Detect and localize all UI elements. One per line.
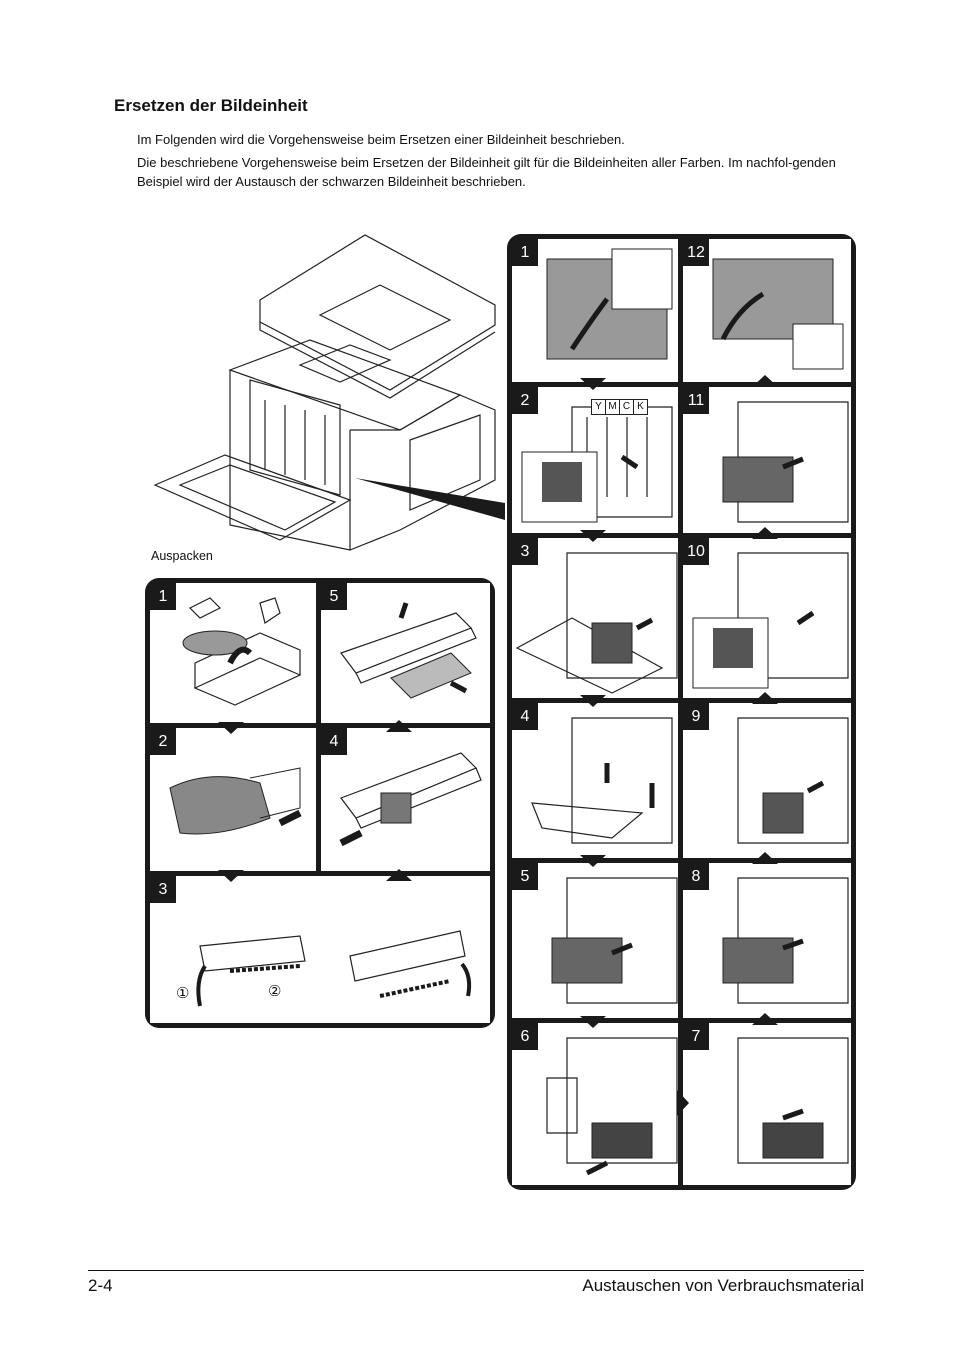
close-front-door-illustration: [712, 258, 844, 370]
flow-arrow: [752, 852, 778, 864]
attach-waste-box-illustration: [722, 877, 849, 1004]
step-number: 2: [150, 728, 176, 755]
unpacking-panel-frame: 1 5 2: [145, 578, 495, 1028]
toner-label-y: Y: [591, 399, 606, 415]
step-number: 1: [512, 239, 538, 266]
flow-arrow: [580, 378, 606, 390]
replace-step-8: 8: [683, 863, 851, 1018]
step-number: 9: [683, 703, 709, 730]
bag-removal-illustration: [169, 767, 302, 835]
reinstall-toner-illustration: [692, 552, 849, 689]
callout-2: ②: [268, 983, 282, 1000]
unpacking-caption: Auspacken: [151, 549, 213, 563]
chapter-title: Austauschen von Verbrauchsmaterial: [582, 1276, 864, 1295]
step-number: 2: [512, 387, 538, 414]
replace-step-10: 10: [683, 538, 851, 698]
step-number: 11: [683, 387, 709, 414]
unit-removal-illustration: [340, 602, 477, 699]
intro-paragraph: Im Folgenden wird die Vorgehensweise bei…: [137, 132, 625, 147]
flow-arrow: [677, 1090, 689, 1116]
flow-arrow: [580, 855, 606, 867]
replace-step-11: 11: [683, 387, 851, 533]
toner-color-labels: Y M C K: [591, 399, 648, 415]
replacement-panel-frame: 1 12 2 Y M C K: [507, 234, 856, 1190]
printer-illustration: [153, 234, 505, 551]
step-number: 4: [512, 703, 538, 730]
step-number: 3: [512, 538, 538, 565]
step-number: 10: [683, 538, 709, 565]
flow-arrow: [386, 869, 412, 881]
remove-toner-illustration: [515, 552, 678, 694]
insert-new-unit-illustration: [737, 1037, 849, 1164]
cover-removal-illustration: [339, 752, 482, 847]
replace-step-5: 5: [512, 863, 678, 1018]
section-heading: Ersetzen der Bildeinheit: [114, 96, 308, 115]
replace-step-9: 9: [683, 703, 851, 858]
flow-arrow: [752, 1013, 778, 1025]
step-number: 1: [150, 583, 176, 610]
step-number: 7: [683, 1023, 709, 1050]
insert-toner-illustration: [737, 717, 849, 844]
flow-arrow: [752, 527, 778, 539]
insert-waste-box-illustration: [722, 401, 849, 523]
unpack-step-3: 3 ① ②: [150, 876, 490, 1023]
flow-arrow: [580, 695, 606, 707]
release-lever-illustration: [531, 717, 673, 844]
replace-step-12: 12: [683, 239, 851, 382]
scope-paragraph: Die beschriebene Vorgehensweise beim Ers…: [137, 155, 836, 189]
step-number: 12: [683, 239, 709, 266]
pull-out-unit-illustration: [546, 1037, 678, 1176]
unpack-step-5: 5: [321, 583, 490, 723]
step-number: 5: [512, 863, 538, 890]
flow-arrow: [386, 720, 412, 732]
flow-arrow: [218, 722, 244, 734]
page-number: 2-4: [88, 1276, 113, 1295]
toner-label-k: K: [633, 399, 648, 415]
shake-unit-illustration: [196, 930, 472, 1007]
step-number: 5: [321, 583, 347, 610]
step-number: 3: [150, 876, 176, 903]
replace-step-4: 4: [512, 703, 678, 858]
unpack-step-1: 1: [150, 583, 316, 723]
remove-waste-box-illustration: [551, 877, 678, 1004]
flow-arrow: [218, 870, 244, 882]
step-number: 8: [683, 863, 709, 890]
step-number: 6: [512, 1023, 538, 1050]
replace-step-3: 3: [512, 538, 678, 698]
unpack-step-4: 4: [321, 728, 490, 871]
step-number: 4: [321, 728, 347, 755]
replace-step-6: 6: [512, 1023, 678, 1185]
replace-step-1: 1: [512, 239, 678, 382]
flow-arrow: [752, 375, 778, 387]
flow-arrow: [580, 1016, 606, 1028]
callout-1: ①: [176, 985, 190, 1002]
toner-label-m: M: [605, 399, 620, 415]
replace-step-7: 7: [683, 1023, 851, 1185]
flow-arrow: [580, 530, 606, 542]
replace-step-2: 2 Y M C K: [512, 387, 678, 533]
toner-label-c: C: [619, 399, 634, 415]
unpack-step-2: 2: [150, 728, 316, 871]
footer-divider: [88, 1270, 864, 1271]
box-illustration: [182, 597, 302, 706]
flow-arrow: [752, 692, 778, 704]
open-front-door-illustration: [546, 248, 673, 360]
